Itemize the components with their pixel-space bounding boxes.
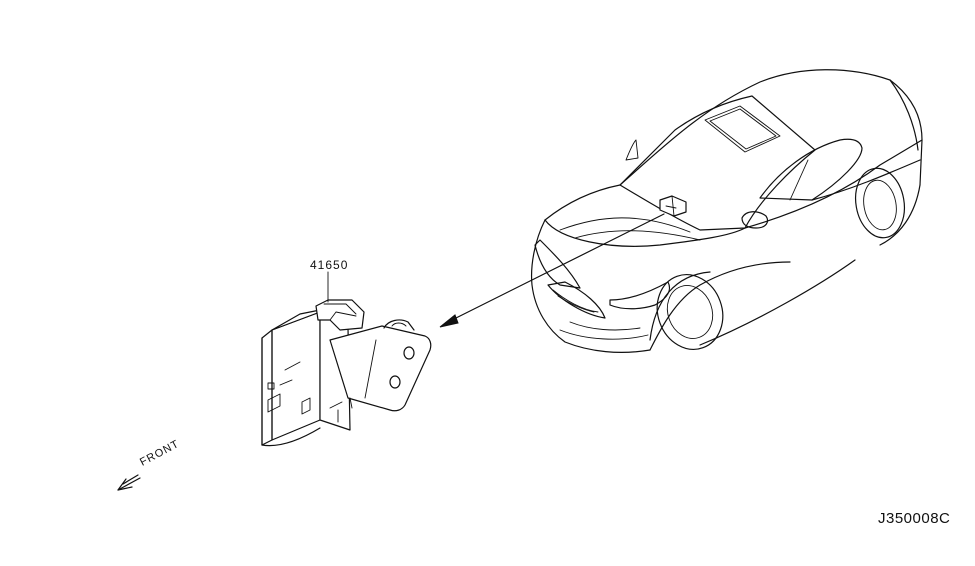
module-part-illustration	[261, 271, 432, 447]
part-number-label: 41650	[310, 258, 349, 272]
callout-arrow-icon	[439, 213, 665, 328]
front-direction-arrow-icon	[117, 474, 141, 491]
car-illustration	[530, 69, 923, 353]
diagram-code-label: J350008C	[878, 510, 951, 527]
